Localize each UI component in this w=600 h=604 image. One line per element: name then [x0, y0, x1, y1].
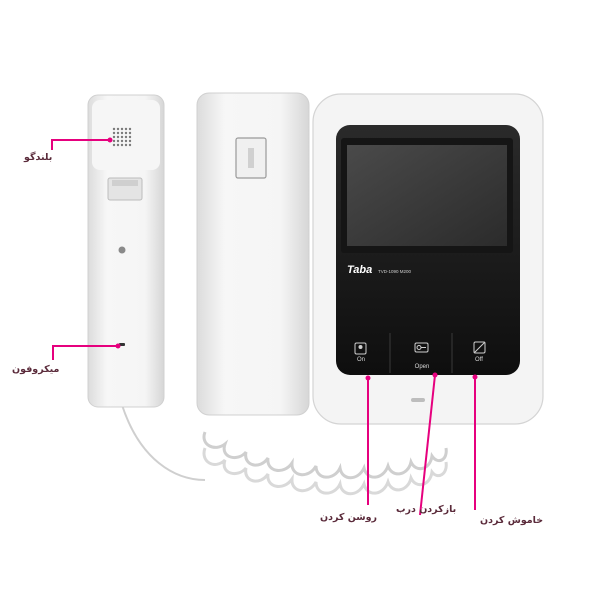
callout-lines [51, 137, 478, 516]
handset-screw-icon [118, 246, 126, 254]
coiled-cord [121, 404, 448, 496]
speaker-label: بلندگو [24, 152, 53, 163]
model-number: TVD-1090 M200 [378, 269, 412, 274]
speaker-callout-line [51, 139, 110, 150]
mic-slot-icon [411, 398, 425, 402]
power-off-label: خاموش کردن [480, 515, 544, 526]
microphone-callout-line [52, 345, 118, 360]
monitor-unit [312, 93, 544, 425]
speaker-grille-icon [112, 127, 132, 147]
handset [87, 94, 165, 408]
handset-cradle [196, 92, 310, 416]
call-button-icon [354, 342, 367, 355]
open-callout-line [419, 374, 436, 516]
power-on-label: روشن کردن [320, 512, 377, 523]
open-button-label: Open [414, 364, 430, 370]
power-off-icon [473, 341, 486, 354]
microphone-label: میکروفون [12, 364, 60, 375]
brand-logo: Taba [347, 264, 373, 276]
microphone-hole-icon [119, 343, 125, 346]
on-button-label: On [356, 357, 365, 363]
display-screen [347, 145, 507, 246]
key-icon [414, 342, 429, 353]
open-door-label: بازکردن درب [396, 504, 457, 515]
off-button-label: Off [475, 357, 483, 363]
